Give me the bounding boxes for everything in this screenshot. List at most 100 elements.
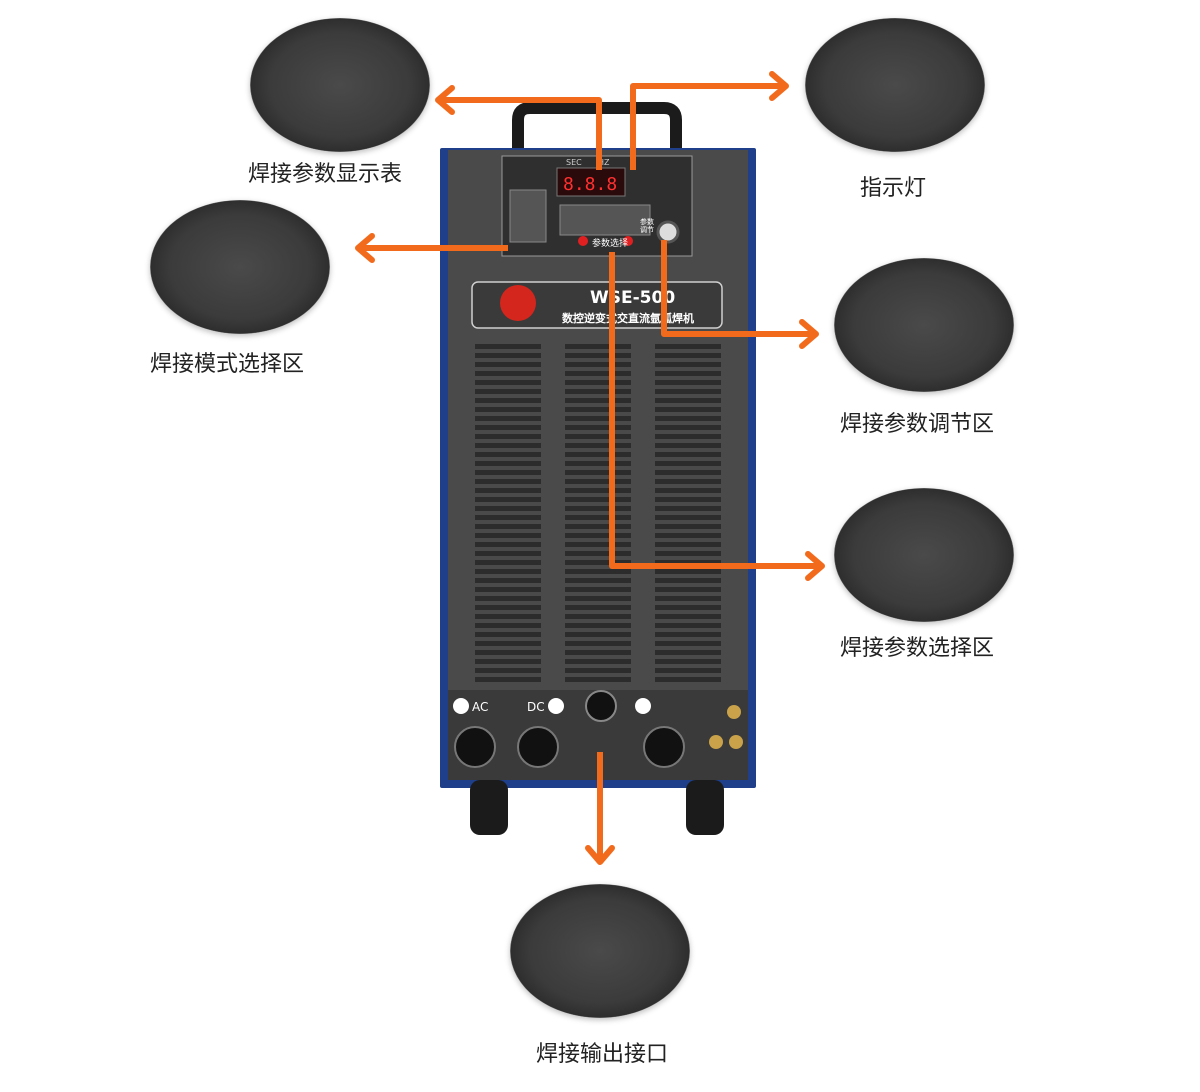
hz-label: HZ xyxy=(598,158,610,167)
vent-slot xyxy=(475,353,541,358)
vent-slot xyxy=(565,452,631,457)
vent-slot xyxy=(475,668,541,673)
vent-slot xyxy=(565,596,631,601)
vent-slot xyxy=(655,542,721,547)
vent-slot xyxy=(565,470,631,475)
vent-slot xyxy=(565,461,631,466)
vent-slot xyxy=(655,362,721,367)
vent-slot xyxy=(475,497,541,502)
arrow-param-adjust xyxy=(661,240,816,337)
vent-slot xyxy=(565,506,631,511)
vent-slot xyxy=(565,650,631,655)
vent-slot xyxy=(565,434,631,439)
vent-slot xyxy=(655,632,721,637)
brand-logo xyxy=(500,285,536,321)
vent-slot xyxy=(475,515,541,520)
label-mode-select: 焊接模式选择区 xyxy=(150,352,305,377)
vent-slot xyxy=(655,587,721,592)
vent-slot xyxy=(565,605,631,610)
vent-slot xyxy=(475,560,541,565)
vent-slot xyxy=(475,533,541,538)
vent-slot xyxy=(475,362,541,367)
vent-slot xyxy=(655,407,721,412)
vent-slot xyxy=(565,380,631,385)
vent-slot xyxy=(565,488,631,493)
vent-slot xyxy=(475,452,541,457)
adjust-knob xyxy=(656,220,680,244)
vent-slot xyxy=(475,389,541,394)
vent-slot xyxy=(475,443,541,448)
label-indicator: 指示灯 xyxy=(860,176,927,201)
vent-slot xyxy=(475,470,541,475)
vent-slot xyxy=(655,641,721,646)
vent-slot xyxy=(655,551,721,556)
vent-slot xyxy=(565,587,631,592)
vent-slot xyxy=(565,614,631,619)
vent-slot xyxy=(475,461,541,466)
vent-slot xyxy=(655,452,721,457)
vent-slot xyxy=(655,344,721,349)
callout-indicator xyxy=(805,18,985,152)
vent-slot xyxy=(475,677,541,682)
vent-slot xyxy=(565,560,631,565)
vent-slot xyxy=(565,425,631,430)
vent-slot xyxy=(565,515,631,520)
vent-slot xyxy=(565,569,631,574)
vent-slot xyxy=(565,641,631,646)
vent-slot xyxy=(655,416,721,421)
dc-socket xyxy=(517,726,559,768)
vent-slot xyxy=(655,353,721,358)
param-select-text: 参数选择 xyxy=(592,239,629,249)
vent-slot xyxy=(475,380,541,385)
vent-slot xyxy=(655,461,721,466)
dc-label: DC xyxy=(527,700,545,714)
vent-slot xyxy=(655,560,721,565)
vent-slot xyxy=(655,434,721,439)
arrow-indicator xyxy=(630,83,786,170)
vent-slot xyxy=(655,569,721,574)
vent-slot xyxy=(565,533,631,538)
wheel-right xyxy=(686,780,724,835)
ac-label: AC xyxy=(472,700,489,714)
vent-slot xyxy=(475,371,541,376)
vent-slot xyxy=(475,632,541,637)
vent-slot xyxy=(655,497,721,502)
vent-slot xyxy=(655,677,721,682)
vent-slot xyxy=(655,371,721,376)
vent-slot xyxy=(565,443,631,448)
vent-slot xyxy=(565,659,631,664)
vent-slot xyxy=(565,551,631,556)
vent-slot xyxy=(565,371,631,376)
vent-slot xyxy=(475,596,541,601)
vent-slot xyxy=(565,389,631,394)
vent-slot xyxy=(565,668,631,673)
vent-slot xyxy=(655,515,721,520)
vent-slot xyxy=(475,425,541,430)
vent-slot xyxy=(475,623,541,628)
vent-slot xyxy=(565,416,631,421)
vent-slot xyxy=(565,479,631,484)
vent-slot xyxy=(655,479,721,484)
label-display-meter: 焊接参数显示表 xyxy=(248,162,403,187)
vent-slot xyxy=(565,578,631,583)
vent-slot xyxy=(565,407,631,412)
label-param-adjust: 焊接参数调节区 xyxy=(840,412,995,437)
callout-param-select xyxy=(834,488,1014,622)
vent-slot xyxy=(655,533,721,538)
vent-slot xyxy=(565,524,631,529)
led-display xyxy=(556,167,626,197)
vent-slot xyxy=(475,578,541,583)
vent-slot xyxy=(475,587,541,592)
vent-slot xyxy=(475,641,541,646)
vent-slot xyxy=(475,416,541,421)
vent-slot xyxy=(475,551,541,556)
vent-slot xyxy=(565,344,631,349)
vent-slot xyxy=(655,425,721,430)
arrow-display-meter xyxy=(438,97,602,170)
callout-mode-select xyxy=(150,200,330,334)
vent-slot xyxy=(475,614,541,619)
wheel-left xyxy=(470,780,508,835)
